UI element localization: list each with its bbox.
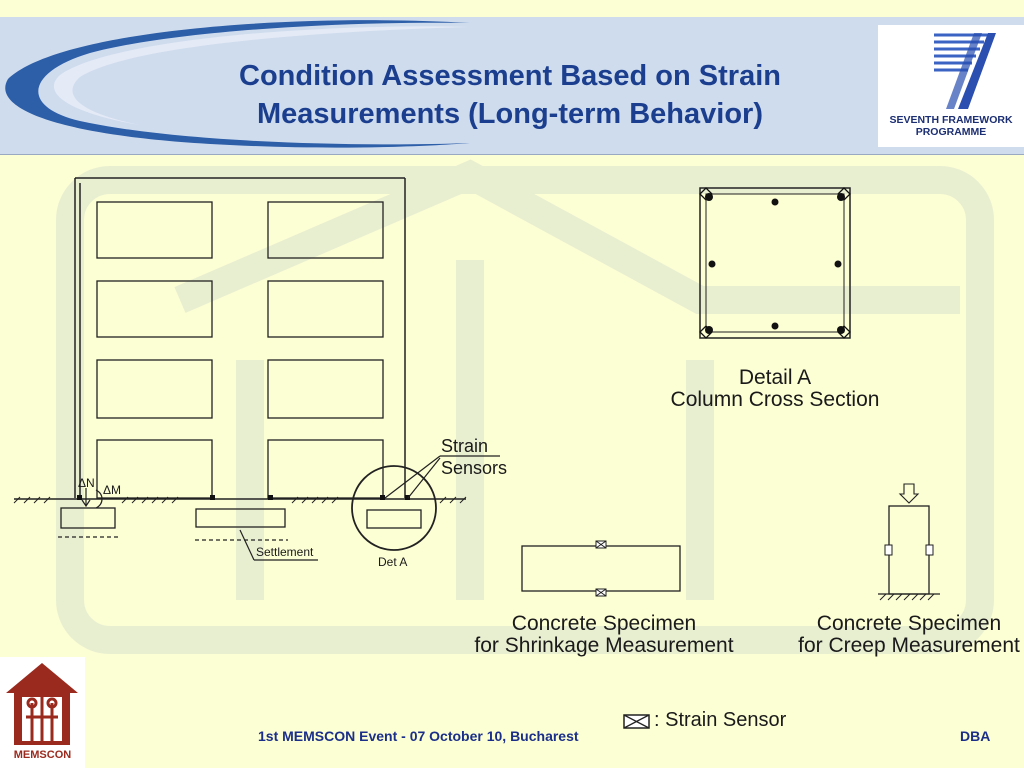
strain-sensor-leaders: [384, 455, 500, 499]
building-frame: [74, 177, 406, 498]
footings: [58, 507, 422, 541]
fp7-line-2: PROGRAMME: [915, 126, 987, 138]
strain-sensors-label-2: Sensors: [441, 458, 507, 478]
creep-label-2: for Creep Measurement: [798, 634, 1020, 657]
load-arrows: [81, 488, 103, 509]
detail-a-label-1: Detail A: [739, 366, 811, 389]
title-line-2: Measurements (Long-term Behavior): [257, 98, 763, 130]
header-swoosh: [5, 20, 470, 148]
footer-author: DBA: [960, 728, 991, 744]
settlement-label: Settlement: [256, 545, 314, 559]
house-watermark: [56, 159, 994, 654]
ground-line: [13, 496, 467, 504]
frame-sensor-dots: [77, 495, 410, 500]
shrinkage-label-2: for Shrinkage Measurement: [474, 634, 733, 657]
title-line-1: Condition Assessment Based on Strain: [239, 60, 781, 92]
creep-label-1: Concrete Specimen: [817, 612, 1001, 635]
memscon-emblem-icon: [6, 663, 78, 745]
memscon-logo: MEMSCON: [0, 657, 85, 768]
shrinkage-label-1: Concrete Specimen: [512, 612, 696, 635]
legend-label: : Strain Sensor: [654, 709, 787, 731]
creep-specimen: [878, 483, 940, 601]
settlement-leader: [239, 529, 318, 561]
header-band: Condition Assessment Based on Strain Mea…: [0, 17, 1024, 155]
det-a-label: Det A: [378, 555, 407, 569]
fp7-seven-icon: [934, 33, 996, 109]
strain-sensor-legend-icon: [623, 714, 650, 729]
footer-event-text: 1st MEMSCON Event - 07 October 10, Bucha…: [258, 728, 579, 744]
column-cross-section: [699, 187, 851, 339]
page-title: Condition Assessment Based on Strain Mea…: [150, 57, 870, 133]
delta-n-label: ΔN: [78, 476, 95, 490]
fp7-line-1: SEVENTH FRAMEWORK: [889, 114, 1013, 126]
window-grid: [96, 201, 384, 499]
detail-a-label-2: Column Cross Section: [671, 388, 880, 411]
fp7-caption: SEVENTH FRAMEWORK PROGRAMME: [878, 114, 1024, 138]
memscon-wordmark: MEMSCON: [13, 749, 72, 761]
det-a-circle: [351, 465, 437, 551]
strain-sensors-label-1: Strain: [441, 436, 488, 456]
shrinkage-specimen: [521, 540, 681, 597]
delta-m-label: ΔM: [103, 483, 121, 497]
fp7-logo: SEVENTH FRAMEWORK PROGRAMME: [878, 25, 1024, 147]
